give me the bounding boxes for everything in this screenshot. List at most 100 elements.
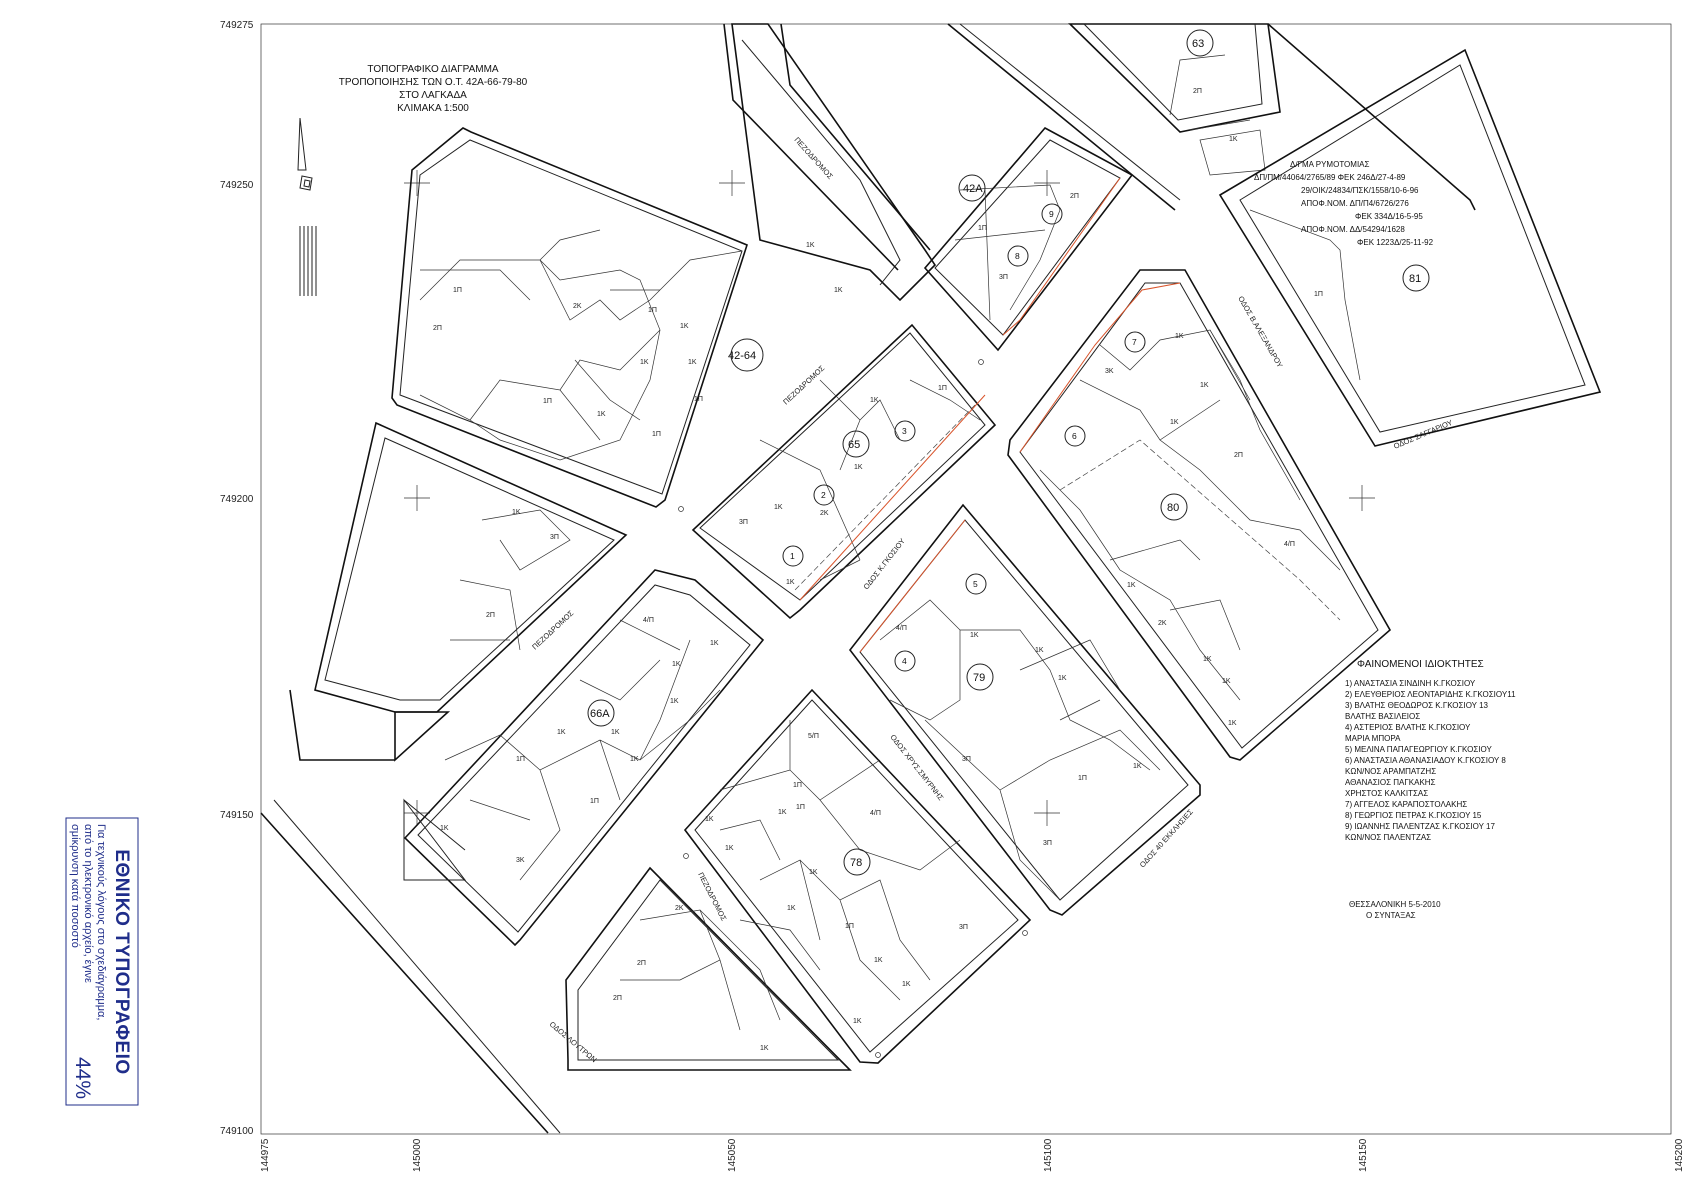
owner-line: ΧΡΗΣΤΟΣ ΚΑΛΚΙΤΣΑΣ: [1345, 789, 1428, 798]
floor-label: 1Κ: [725, 845, 734, 852]
floor-label: 1Κ: [630, 756, 639, 763]
x-label: 144975: [260, 1138, 271, 1172]
decree-line: ΑΠΟΦ.ΝΟΜ. ΔΠ/Π4/6726/276: [1301, 199, 1409, 208]
x-label: 145050: [727, 1138, 738, 1172]
block-numbers: 63 42Α 42-64 65 81 80 66Α 79 78: [590, 38, 1421, 869]
floor-label: 1Κ: [705, 816, 714, 823]
floor-label: 1Κ: [778, 809, 787, 816]
printing-office-stamp: ΕΘΝΙΚΟ ΤΥΠΟΓΡΑΦΕΙΟ Για τεχνικούς λόγους …: [65, 817, 139, 1106]
y-label: 749275: [220, 20, 254, 31]
floor-label: 1Κ: [440, 825, 449, 832]
floor-label: 1Κ: [710, 640, 719, 647]
floor-label: 1Κ: [512, 509, 521, 516]
block-number: 65: [848, 439, 860, 451]
x-label: 145100: [1043, 1138, 1054, 1172]
floor-label: 1Κ: [670, 698, 679, 705]
floor-label: 1Κ: [874, 957, 883, 964]
owner-line: 7) ΑΓΓΕΛΟΣ ΚΑΡΑΠΟΣΤΟΛΑΚΗΣ: [1345, 800, 1467, 809]
block-number: 42Α: [963, 183, 983, 195]
x-label: 145200: [1674, 1138, 1685, 1172]
floor-label: 1Κ: [809, 869, 818, 876]
floor-label: 1Κ: [774, 504, 783, 511]
street-edge: [731, 23, 937, 302]
signature-role: Ο ΣΥΝΤΑΞΑΣ: [1366, 911, 1416, 920]
parcel-number: 8: [1015, 251, 1020, 261]
floor-label: 1Π: [648, 307, 657, 314]
street-names: ΠΕΖΟΔΡΟΜΟΣ ΠΕΖΟΔΡΟΜΟΣ ΠΕΖΟΔΡΟΜΟΣ ΠΕΖΟΔΡΟ…: [530, 135, 1454, 1064]
floor-label: 1Κ: [1222, 678, 1231, 685]
owner-line: ΚΩΝ/ΝΟΣ ΑΡΑΜΠΑΤΖΗΣ: [1345, 767, 1436, 776]
floor-label: 1Κ: [786, 579, 795, 586]
block-42-64: [391, 127, 764, 508]
floor-label: 1Κ: [970, 632, 979, 639]
block-number: 79: [973, 672, 985, 684]
floor-label: 2Π: [433, 325, 442, 332]
owner-line: 3) ΒΛΑΤΗΣ ΘΕΟΔΩΡΟΣ Κ.ΓΚΟΣΙΟΥ 13: [1345, 701, 1489, 710]
street-edge: [723, 23, 931, 271]
floor-label: 1Κ: [688, 359, 697, 366]
street-label: ΟΔΟΣ ΧΡΥΣ.ΣΜΥΡΝΗΣ: [888, 733, 945, 803]
floor-label: 1Κ: [1170, 419, 1179, 426]
signature-block: ΘΕΣΣΑΛΟΝΙΚΗ 5-5-2010 Ο ΣΥΝΤΑΞΑΣ: [1349, 900, 1441, 920]
owner-line: ΚΩΝ/ΝΟΣ ΠΑΛΕΝΤΖΑΣ: [1345, 833, 1431, 842]
map-title: ΤΟΠΟΓΡΑΦΙΚΟ ΔΙΑΓΡΑΜΜΑ ΤΡΟΠΟΠΟΙΗΣΗΣ ΤΩΝ Ο…: [339, 64, 528, 114]
floor-label: 1Κ: [672, 661, 681, 668]
floor-label: 1Π: [793, 782, 802, 789]
floor-label: 1Κ: [557, 729, 566, 736]
parcel-number: 4: [902, 656, 907, 666]
owners-title: ΦΑΙΝΟΜΕΝΟΙ ΙΔΙΟΚΤΗΤΕΣ: [1357, 659, 1484, 670]
block-number: 63: [1192, 38, 1204, 50]
survey-markers: [678, 359, 1028, 1058]
decree-line: 29/ΟΙΚ/24834/ΠΣΚ/1558/10-6-96: [1301, 186, 1419, 195]
street-label: ΟΔΟΣ ΛΟΥΤΡΩΝ: [548, 1020, 599, 1065]
floor-label: 1Π: [516, 756, 525, 763]
owner-line: 2) ΕΛΕΥΘΕΡΙΟΣ ΛΕΟΝΤΑΡΙΔΗΣ Κ.ΓΚΟΣΙΟΥ11: [1345, 690, 1516, 699]
floor-label: 2Π: [1234, 452, 1243, 459]
title-line: ΚΛΙΜΑΚΑ 1:500: [397, 103, 469, 114]
block-42a: [923, 126, 1134, 352]
street-label: ΠΕΖΟΔΡΟΜΟΣ: [696, 871, 728, 923]
floor-label: 2Π: [637, 960, 646, 967]
floor-label: 2Π: [613, 995, 622, 1002]
floor-label: 1Π: [796, 804, 805, 811]
floor-label: 1Π: [1314, 291, 1323, 298]
owner-line: 5) ΜΕΛΙΝΑ ΠΑΠΑΓΕΩΡΓΙΟΥ Κ.ΓΚΟΣΙΟΥ: [1345, 745, 1493, 754]
signature-place-date: ΘΕΣΣΑΛΟΝΙΚΗ 5-5-2010: [1349, 900, 1441, 909]
parcel-numbers: 1 2 3 4 5 6 7 8 9: [790, 209, 1137, 666]
owner-line: ΒΛΑΤΗΣ ΒΑΣΙΛΕΙΟΣ: [1345, 712, 1420, 721]
floor-label: 2Κ: [820, 510, 829, 517]
floor-label: 3Π: [959, 924, 968, 931]
floor-label: 1Π: [543, 398, 552, 405]
y-axis-labels: 749275 749250 749200 749150 749100: [220, 20, 254, 1137]
floor-label: 3Κ: [1105, 368, 1114, 375]
stamp-title: ΕΘΝΙΚΟ ΤΥΠΟΓΡΑΦΕΙΟ: [111, 849, 132, 1074]
decree-line: ΑΠΟΦ.ΝΟΜ. ΔΔ/54294/1628: [1301, 225, 1405, 234]
block-78: [683, 688, 1032, 1064]
block-79: [848, 503, 1201, 916]
parcel-number: 1: [790, 551, 795, 561]
floor-label: 1Κ: [1035, 647, 1044, 654]
floor-label: 2Π: [486, 612, 495, 619]
stamp-percent: 44%: [71, 1057, 94, 1099]
street-label: ΠΕΖΟΔΡΟΜΟΣ: [781, 363, 826, 406]
block-bottom-left: [565, 866, 852, 1071]
decree-line: ΦΕΚ 1223Δ/25-11-92: [1357, 238, 1434, 247]
floor-label: 1Π: [938, 385, 947, 392]
street-edge: [273, 799, 561, 1134]
floor-label: 1Κ: [806, 242, 815, 249]
block-number: 80: [1167, 502, 1179, 514]
floor-label: 1Κ: [1203, 656, 1212, 663]
floor-label: 1Κ: [1229, 136, 1238, 143]
title-line: ΤΡΟΠΟΠΟΙΗΣΗΣ ΤΩΝ Ο.Τ. 42Α-66-79-80: [339, 77, 528, 88]
stamp-line: από το ηλεκτρονικό αρχείο, έγινε: [82, 824, 94, 983]
street-edge: [260, 812, 549, 1134]
floor-label: 1Κ: [1175, 333, 1184, 340]
street-label: ΟΔΟΣ Β.ΑΛΕΞΑΝΔΡΟΥ: [1236, 295, 1284, 370]
floor-label: 3Π: [739, 519, 748, 526]
street-edge: [741, 39, 901, 286]
floor-label: 1Κ: [853, 1018, 862, 1025]
floor-label: 1Π: [652, 431, 661, 438]
floor-label: 1Κ: [1058, 675, 1067, 682]
block-81: [1218, 48, 1602, 447]
